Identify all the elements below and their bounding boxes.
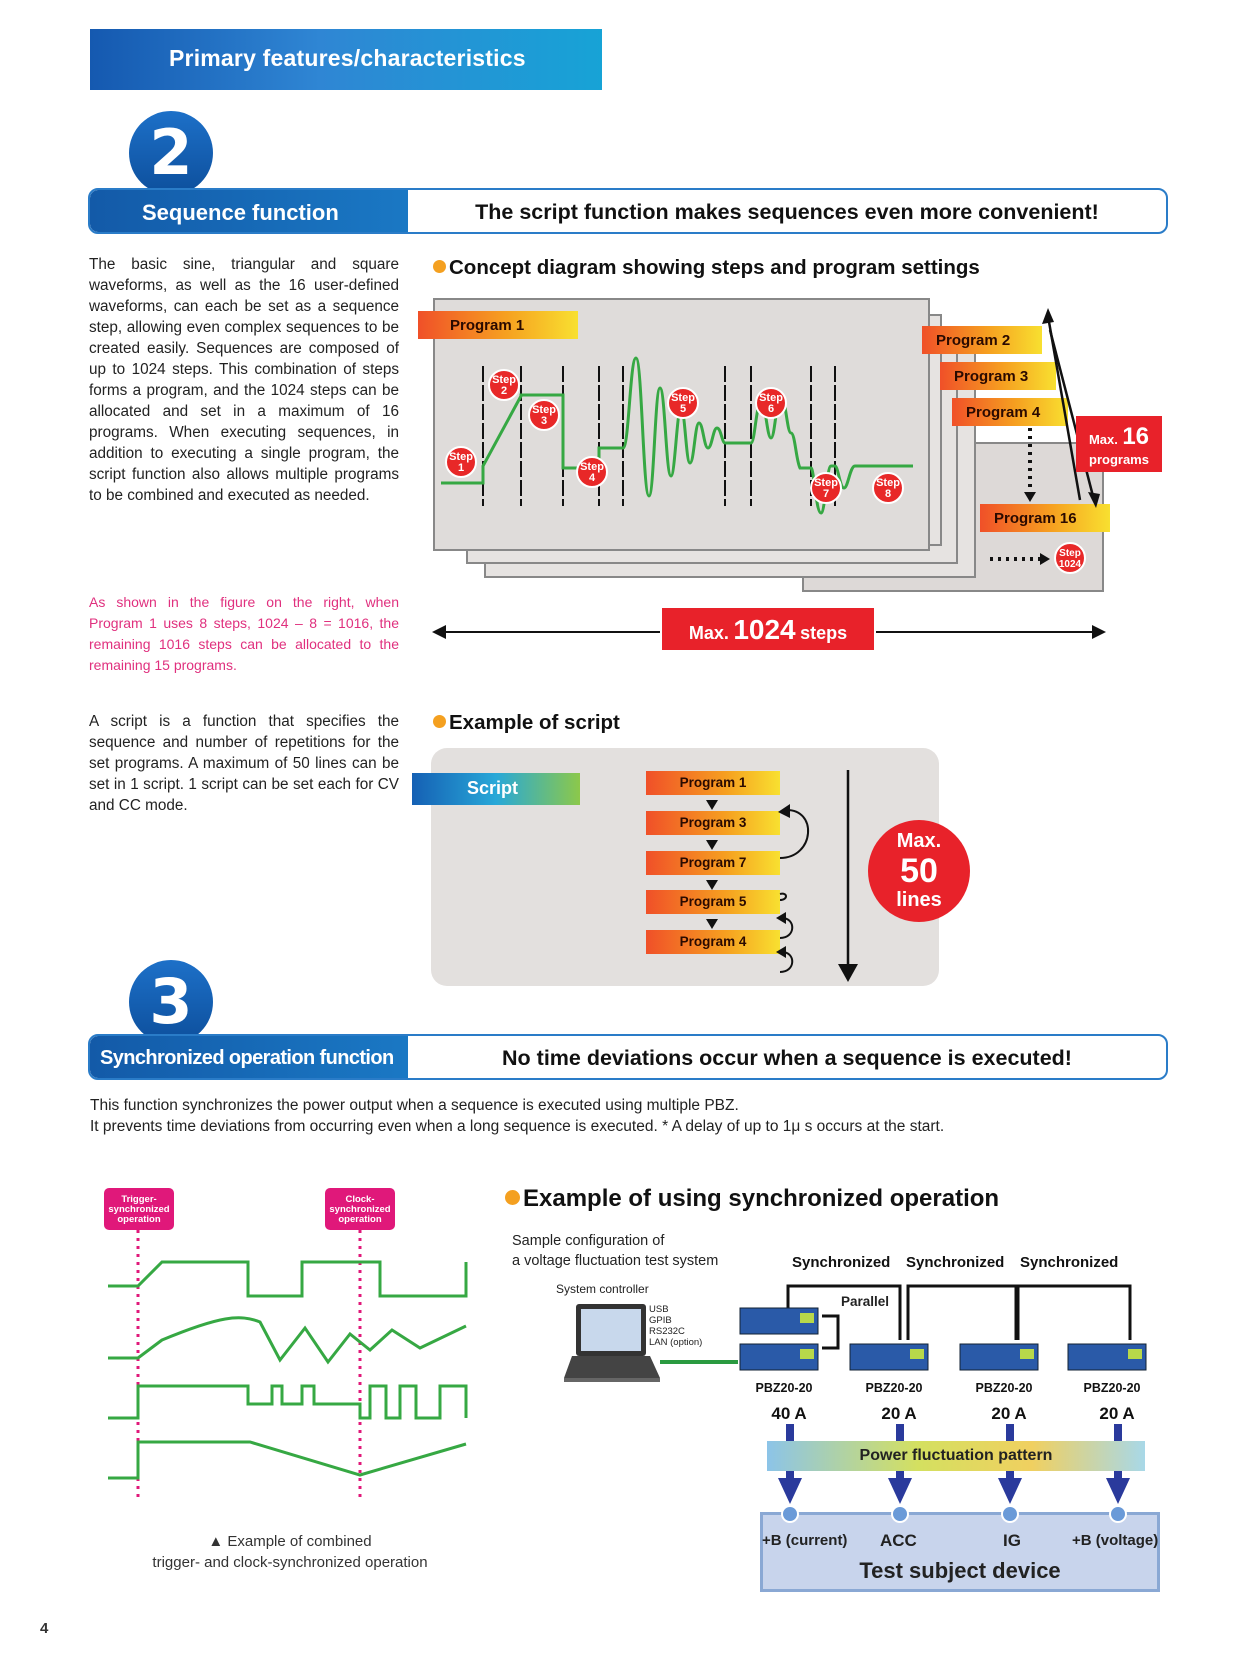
section-number-2: 2 [129, 111, 213, 195]
current-label: 20 A [1099, 1404, 1135, 1423]
sync-label: Synchronized [1020, 1254, 1119, 1271]
terminal-dots [781, 1505, 1127, 1523]
script-program: Program 3 [646, 811, 780, 835]
terminal-label: +B (current) [762, 1532, 848, 1549]
timing-caption-2: trigger- and clock-synchronized operatio… [152, 1554, 428, 1571]
script-description: A script is a function that specifies th… [89, 713, 399, 814]
script-flow-arrows [706, 770, 858, 982]
concept-heading-text: Concept diagram showing steps and progra… [449, 256, 980, 279]
system-controller-label: System controller [556, 1282, 649, 1296]
model-label: PBZ20-20 [975, 1381, 1033, 1395]
example-heading-text: Example of using synchronized operation [523, 1185, 1000, 1212]
section-banner: Primary features/characteristics [90, 29, 602, 90]
program-2-label: Program 2 [922, 326, 1042, 354]
script-heading-text: Example of script [449, 711, 620, 734]
program-1-label: Program 1 [418, 311, 578, 339]
sample-config-2: a voltage fluctuation test system [512, 1253, 719, 1269]
power-supply-unit [739, 1307, 1147, 1371]
terminal-label: IG [1003, 1531, 1021, 1550]
sync-label: Synchronized [906, 1254, 1005, 1271]
script-program: Program 4 [646, 930, 780, 954]
section-number-3: 3 [129, 960, 213, 1044]
interface-list: USB GPIB RS232C LAN (option) [649, 1304, 702, 1348]
port-usb: USB [649, 1304, 669, 1315]
sample-config-1: Sample configuration of [512, 1233, 665, 1249]
section-3-title: Synchronized operation function [90, 1036, 408, 1078]
terminal-label: +B (voltage) [1072, 1532, 1159, 1549]
script-heading: Example of script [433, 711, 620, 735]
sequence-note: As shown in the figure on the right, whe… [89, 594, 399, 673]
port-lan: LAN (option) [649, 1337, 703, 1348]
power-fluctuation-bar: Power fluctuation pattern [767, 1441, 1145, 1471]
program-1-card [433, 298, 930, 551]
model-label: PBZ20-20 [1083, 1381, 1141, 1395]
bullet-dot [433, 260, 446, 273]
page-number: 4 [40, 1620, 49, 1637]
sync-text-2: It prevents time deviations from occurri… [90, 1118, 945, 1135]
test-device-box [760, 1512, 1160, 1592]
model-label: PBZ20-20 [865, 1381, 923, 1395]
bullet-dot [505, 1190, 520, 1205]
timing-caption-1: ▲ Example of combined [208, 1533, 372, 1550]
port-gpib: GPIB [649, 1315, 672, 1326]
current-label: 20 A [991, 1404, 1027, 1423]
test-device-label: Test subject device [859, 1558, 1061, 1583]
section-2-bar: Sequence function The script function ma… [88, 188, 1168, 234]
clock-sync-tag: Clock-synchronized operation [325, 1188, 395, 1230]
program-3-label: Program 3 [940, 362, 1056, 390]
bullet-dot [433, 715, 446, 728]
parallel-label: Parallel [841, 1294, 890, 1309]
trigger-sync-tag: Trigger-synchronized operation [104, 1188, 174, 1230]
laptop-icon [564, 1304, 660, 1382]
port-rs232c: RS232C [649, 1326, 685, 1337]
sync-label: Synchronized [792, 1254, 891, 1271]
sync-text-1: This function synchronizes the power out… [90, 1097, 739, 1114]
current-label: 40 A [771, 1404, 807, 1423]
system-diagram [564, 1284, 1147, 1382]
max-steps-badge: Max. 1024 steps [660, 606, 876, 652]
sequence-description: The basic sine, triangular and square wa… [89, 256, 399, 504]
timing-diagram [108, 1230, 468, 1500]
section-3-bar: Synchronized operation function No time … [88, 1034, 1168, 1080]
section-2-headline: The script function makes sequences even… [475, 200, 1099, 224]
concept-heading: Concept diagram showing steps and progra… [433, 256, 980, 280]
section-3-headline: No time deviations occur when a sequence… [502, 1046, 1072, 1070]
program-16-label: Program 16 [980, 504, 1110, 532]
script-program: Program 1 [646, 771, 780, 795]
current-label: 20 A [881, 1404, 917, 1423]
script-program: Program 5 [646, 890, 780, 914]
section-2-title: Sequence function [90, 190, 408, 232]
model-label: PBZ20-20 [755, 1381, 813, 1395]
terminal-label: ACC [880, 1531, 917, 1550]
program-4-label: Program 4 [952, 398, 1068, 426]
script-label: Script [412, 773, 580, 805]
example-heading: Example of using synchronized operation [505, 1185, 999, 1213]
script-program: Program 7 [646, 851, 780, 875]
